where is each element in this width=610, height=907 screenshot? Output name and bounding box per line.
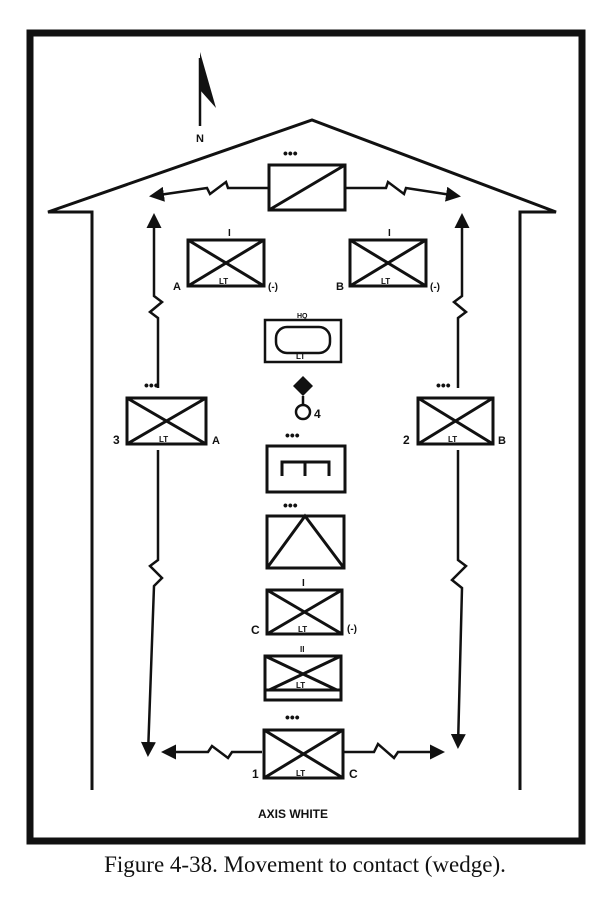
unit-a-label: A	[173, 281, 181, 293]
svg-text:2: 2	[403, 433, 410, 447]
point-label: 4	[314, 407, 321, 421]
svg-text:I: I	[228, 228, 231, 239]
unit-c-lt: I LT C (-)	[251, 578, 357, 637]
svg-text:I: I	[388, 228, 391, 239]
rear-platoon-unit: ••• LT 1 C	[252, 709, 358, 781]
mech-unit: II LT	[263, 645, 343, 702]
left-platoon-unit: ••• LT 3 A	[113, 377, 220, 447]
svg-text:•••: •••	[283, 497, 298, 513]
svg-text:LT: LT	[298, 625, 307, 634]
svg-text:•••: •••	[144, 377, 159, 393]
axis-boundary	[47, 118, 557, 790]
top-armor-unit: •••	[267, 145, 347, 212]
north-arrow-icon: N	[196, 52, 216, 145]
point-symbol: 4	[293, 376, 321, 421]
hq-unit: HQ LT	[263, 313, 343, 364]
svg-text:•••: •••	[285, 709, 300, 725]
figure-caption: Figure 4-38. Movement to contact (wedge)…	[104, 852, 506, 877]
svg-text:LT: LT	[448, 435, 457, 444]
svg-text:(-): (-)	[347, 624, 357, 635]
svg-text:C: C	[349, 767, 358, 781]
svg-text:LT: LT	[219, 277, 228, 286]
svg-text:3: 3	[113, 433, 120, 447]
svg-text:A: A	[212, 435, 220, 447]
svg-text:LT: LT	[296, 352, 305, 361]
engineer-unit: •••	[265, 497, 346, 570]
unit-c-label: C	[251, 623, 260, 637]
svg-text:•••: •••	[436, 377, 451, 393]
svg-text:LT: LT	[296, 681, 305, 690]
svg-text:(-): (-)	[430, 282, 440, 293]
north-label: N	[196, 133, 204, 145]
unit-a-lt: I LT A (-)	[173, 228, 278, 293]
figure-frame	[26, 29, 586, 845]
svg-text:1: 1	[252, 767, 259, 781]
svg-text:LT: LT	[296, 769, 305, 778]
svg-text:HQ: HQ	[297, 313, 308, 320]
unit-b-lt: I LT B (-)	[336, 228, 440, 293]
svg-text:B: B	[498, 435, 506, 447]
unit-b-label: B	[336, 281, 344, 293]
svg-text:(-): (-)	[268, 282, 278, 293]
support-unit: •••	[265, 427, 347, 494]
movement-lines	[140, 179, 470, 760]
svg-text:LT: LT	[159, 435, 168, 444]
svg-text:I: I	[302, 578, 305, 589]
svg-text:•••: •••	[285, 427, 300, 443]
right-platoon-unit: ••• LT 2 B	[403, 377, 506, 447]
svg-text:LT: LT	[381, 277, 390, 286]
svg-text:II: II	[300, 645, 304, 654]
top-unit-echelon: •••	[283, 145, 298, 161]
axis-label: AXIS WHITE	[258, 807, 328, 821]
